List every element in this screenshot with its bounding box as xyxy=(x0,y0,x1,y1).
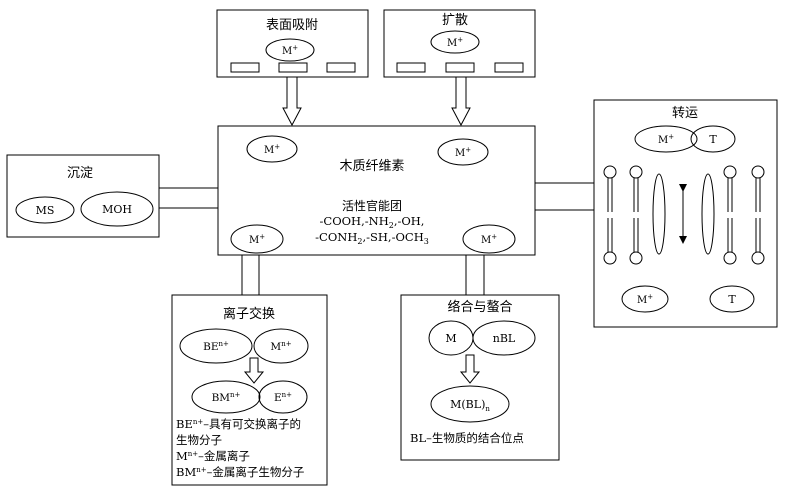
complexation-frame xyxy=(400,294,560,461)
complexation-legend: BL–生物质的结合位点 xyxy=(410,431,524,445)
transport-frame xyxy=(593,99,778,328)
active-groups-title: 活性官能团 xyxy=(342,198,402,213)
complexation-box: 络合与螯合 M nBL M(BL)n BL–生物质的结合位点 xyxy=(400,294,560,461)
ion-exchange-frame xyxy=(171,294,328,486)
surface-site-middle xyxy=(278,62,308,73)
complexation-title: 络合与螯合 xyxy=(447,299,512,315)
channel-protein-left xyxy=(652,173,666,255)
diffusion-site-right xyxy=(494,62,524,73)
lipid-left-b xyxy=(629,165,643,265)
center-ion-bottom-left xyxy=(230,224,284,254)
surface-ion-ellipse xyxy=(265,38,315,62)
precipitation-frame xyxy=(6,154,160,238)
transport-ion-ellipse xyxy=(634,125,698,153)
precipitation-title: 沉淀 xyxy=(67,166,93,181)
surface-ion-label: M+ xyxy=(282,44,298,57)
ion-exchange-legend-1: BEn+–具有可交换离子的 xyxy=(176,417,301,431)
m-label: M xyxy=(445,332,456,345)
mn-ellipse xyxy=(253,328,309,364)
ion-exchange-arrow xyxy=(243,357,265,384)
surface-site-right xyxy=(326,62,356,73)
active-groups-line-2: -CONH2,-SH,-OCH3 xyxy=(315,230,429,246)
diffusion-site-left xyxy=(396,62,426,73)
ion-exchange-box: 离子交换 BEn+ Mn+ BMn+ En+ BEn+–具有可交换离子的 生物分… xyxy=(171,294,328,486)
ion-exchange-legend-2: 生物分子 xyxy=(176,433,222,447)
diffusion-box: 扩散 M+ xyxy=(383,9,536,78)
diffusion-to-center-arrow xyxy=(451,76,471,127)
ion-exchange-legend-4: BMn+–金属离子生物分子 xyxy=(176,465,304,479)
lipid-left-a xyxy=(603,165,617,265)
moh-label: MOH xyxy=(102,203,132,216)
surface-adsorption-title: 表面吸附 xyxy=(266,18,318,33)
center-ion-top-left-label: M+ xyxy=(264,143,280,156)
ms-ellipse xyxy=(15,196,75,224)
nbl-ellipse xyxy=(472,320,536,356)
center-ion-top-left xyxy=(246,135,298,163)
mbl-label: M(BL)n xyxy=(450,398,490,413)
diffusion-title: 扩散 xyxy=(442,13,468,28)
bm-label: BMn+ xyxy=(212,391,241,404)
ms-label: MS xyxy=(36,204,55,217)
moh-ellipse xyxy=(80,191,154,227)
center-ion-bottom-left-label: M+ xyxy=(249,233,265,246)
membrane-bilayer xyxy=(603,165,765,265)
transport-t-label: T xyxy=(709,133,717,146)
be-label: BEn+ xyxy=(203,340,229,353)
en-label: En+ xyxy=(274,391,292,404)
center-ion-bottom-right xyxy=(462,224,516,254)
transport-box: 转运 M+ T xyxy=(593,99,778,328)
lignocellulose-frame xyxy=(217,125,536,256)
diffusion-site-middle xyxy=(445,62,475,73)
bm-ellipse xyxy=(191,380,261,414)
transport-ion-bottom-label: M+ xyxy=(637,293,653,306)
lignocellulose-box: 木质纤维素 活性官能团 -COOH,-NH2,-OH, -CONH2,-SH,-… xyxy=(217,125,536,256)
lignocellulose-title: 木质纤维素 xyxy=(339,159,404,174)
center-ion-top-right-label: M+ xyxy=(455,146,471,159)
mn-label: Mn+ xyxy=(270,340,291,353)
lipid-right-b xyxy=(751,165,765,265)
surface-to-center-arrow xyxy=(282,76,302,127)
surface-site-left xyxy=(230,62,260,73)
diffusion-ion-label: M+ xyxy=(447,36,463,49)
transport-title: 转运 xyxy=(672,106,698,121)
ion-exchange-title: 离子交换 xyxy=(223,306,275,322)
ion-exchange-legend-3: Mn+–金属离子 xyxy=(176,449,250,463)
lipid-right-a xyxy=(723,165,737,265)
precipitation-box: 沉淀 MS MOH xyxy=(6,154,160,238)
nbl-label: nBL xyxy=(493,332,516,345)
transport-ion-label: M+ xyxy=(658,133,674,146)
center-ion-bottom-right-label: M+ xyxy=(481,233,497,246)
be-ellipse xyxy=(179,328,253,364)
transport-ion-bottom-ellipse xyxy=(621,285,669,313)
transport-t-bottom-label: T xyxy=(728,293,736,306)
mbl-ellipse xyxy=(430,385,510,423)
diffusion-ion-ellipse xyxy=(430,30,480,54)
surface-adsorption-box: 表面吸附 M+ xyxy=(216,9,369,78)
en-ellipse xyxy=(258,380,308,414)
transport-t-ellipse xyxy=(690,125,736,153)
channel-protein-right xyxy=(701,173,715,255)
complexation-arrow xyxy=(459,354,481,384)
center-ion-top-right xyxy=(437,138,489,166)
active-groups-line-1: -COOH,-NH2,-OH, xyxy=(320,214,425,230)
transport-t-bottom-ellipse xyxy=(709,285,755,313)
